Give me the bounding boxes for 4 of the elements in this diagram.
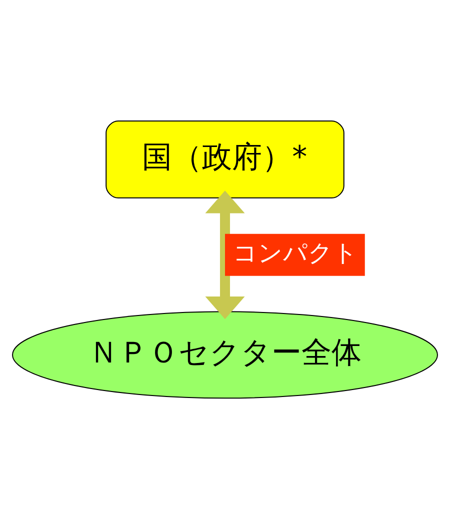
node-ellipse: ＮＰＯセクター全体 xyxy=(12,311,438,399)
edge-label: コンパクト xyxy=(232,239,358,268)
node-box: 国（政府）* xyxy=(106,120,344,198)
arrow xyxy=(205,190,245,320)
